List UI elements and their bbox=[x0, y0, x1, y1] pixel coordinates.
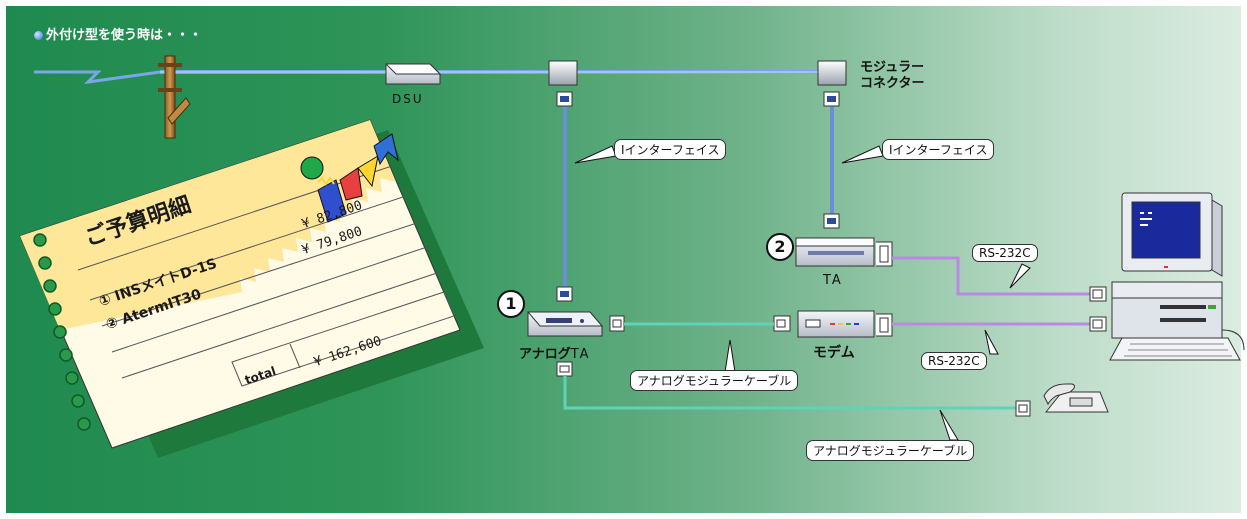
ins-logo-icon bbox=[300, 133, 399, 223]
personal-computer-icon bbox=[1109, 192, 1245, 361]
analog-ta-label-name: アナログ bbox=[519, 347, 571, 362]
analog-cables bbox=[563, 322, 1031, 417]
dsu-device-icon bbox=[384, 63, 442, 85]
junction-box-1-icon bbox=[548, 60, 578, 86]
modular-connector-label-line2: コネクター bbox=[860, 76, 925, 91]
i-interface-cables bbox=[556, 91, 840, 302]
analog-ta-label: アナログTA bbox=[519, 343, 591, 362]
dsu-label: DSU bbox=[392, 92, 424, 106]
isdn-line bbox=[34, 70, 840, 85]
page-title-text: 外付け型を使う時は・・・ bbox=[46, 28, 203, 43]
modem-device-icon bbox=[773, 310, 893, 338]
ta2-label: TA bbox=[823, 273, 843, 288]
utility-pole-icon bbox=[158, 55, 191, 139]
rs232c-cables bbox=[892, 256, 1107, 332]
marker-1: 1 bbox=[497, 290, 525, 318]
analog-cable-tag-2: アナログモジュラーケーブル bbox=[806, 440, 975, 461]
ta2-device-icon bbox=[795, 237, 893, 267]
rs232c-tag-2: RS-232C bbox=[921, 352, 987, 370]
page-title: 外付け型を使う時は・・・ bbox=[34, 24, 202, 43]
i-interface-tag-1: Iインターフェイス bbox=[614, 139, 727, 160]
i-interface-tag-2: Iインターフェイス bbox=[882, 139, 995, 160]
ta1-port-bottom bbox=[556, 361, 573, 377]
modular-connector-label-line1: モジュラー bbox=[860, 60, 925, 75]
analog-cable-tag-1: アナログモジュラーケーブル bbox=[630, 370, 799, 391]
modular-connector-icon bbox=[817, 60, 847, 86]
budget-card bbox=[19, 119, 484, 458]
rs232c-tag-1: RS-232C bbox=[972, 244, 1038, 262]
marker-2: 2 bbox=[766, 233, 794, 261]
ta1-port-right bbox=[609, 315, 625, 332]
analog-ta-label-suffix: TA bbox=[570, 347, 591, 362]
telephone-icon bbox=[1043, 383, 1109, 413]
bullet-dot-icon bbox=[34, 31, 43, 40]
modem-label: モデム bbox=[813, 345, 855, 361]
analog-ta-device-icon bbox=[526, 311, 604, 337]
